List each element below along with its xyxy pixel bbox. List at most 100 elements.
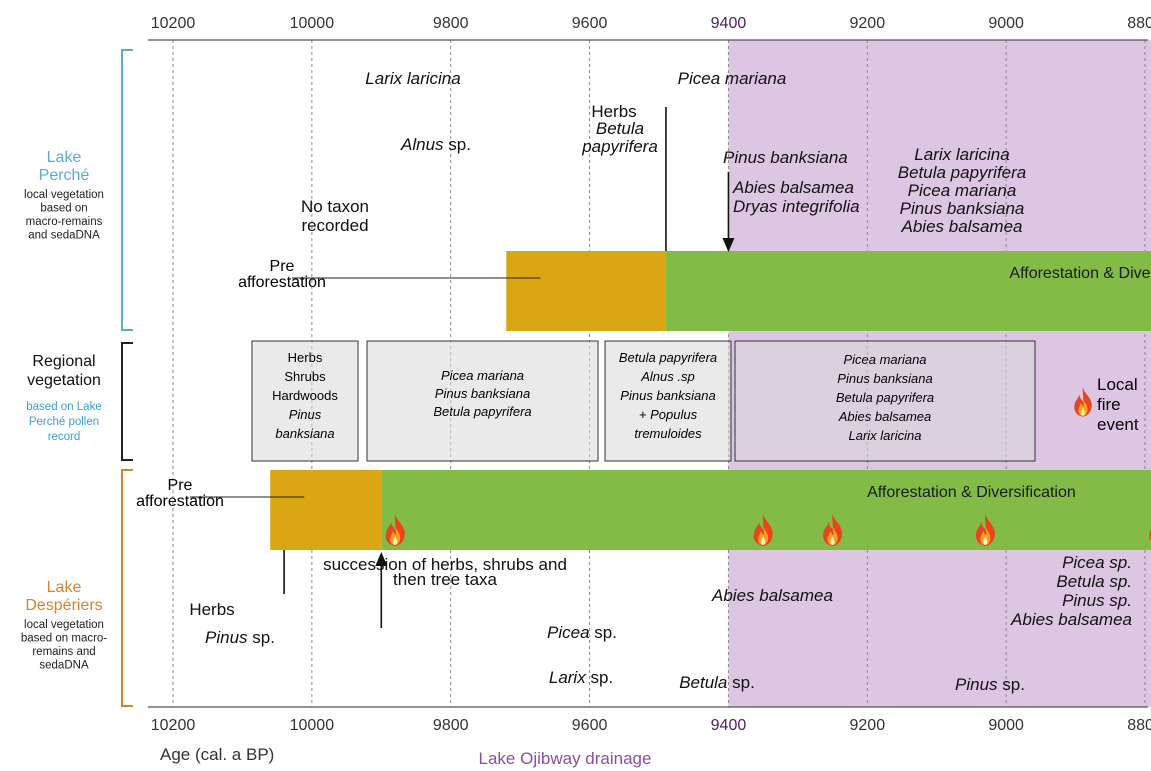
regional-box xyxy=(366,340,599,462)
perche-pre-afforestation-label: Pre xyxy=(270,258,295,275)
perche-annotation: Betula xyxy=(596,119,644,138)
perche-subtitle-line: macro-remains xyxy=(26,216,103,228)
desperiers-title-line: Despériers xyxy=(25,597,102,614)
regional-subtitle-line: record xyxy=(48,431,81,443)
age-axis-label: Age (cal. a BP) xyxy=(160,745,274,764)
perche-phase-pre xyxy=(506,251,666,331)
desperiers-subtitle-line: local vegetation xyxy=(24,619,104,631)
bottom-axis-ticks: 1020010000980096009400920090008800860084… xyxy=(151,717,1151,734)
regional-subtitle-line: Perché pollen xyxy=(29,416,99,428)
regional-box-text: Larix laricina xyxy=(849,428,922,443)
top-axis-ticks: 1020010000980096009400920090008800860084… xyxy=(151,15,1151,32)
regional-box-text: Betula papyrifera xyxy=(836,390,934,405)
perche-annotation: Herbs xyxy=(591,102,636,121)
perche-subtitle-line: based on xyxy=(40,203,87,215)
desperiers-subtitle-line: remains and xyxy=(32,646,95,658)
tick-label: 10200 xyxy=(151,717,196,734)
desperiers-phase-label: Afforestation & Diversification xyxy=(867,484,1076,501)
perche-annotation: Betula papyrifera xyxy=(898,163,1027,182)
regional-box xyxy=(734,340,1036,462)
regional-box-text: + Populus xyxy=(639,407,698,422)
regional-title-line: Regional xyxy=(32,353,95,370)
desperiers-annotation: Betula sp. xyxy=(679,673,755,692)
desperiers-subtitle-line: sedaDNA xyxy=(39,660,89,672)
regional-box-text: Abies balsamea xyxy=(838,409,932,424)
tick-label: 9000 xyxy=(988,15,1024,32)
tick-label: 9000 xyxy=(988,717,1024,734)
perche-annotation: Picea mariana xyxy=(908,181,1017,200)
desperiers-bracket xyxy=(121,469,133,707)
regional-box-text: Shrubs xyxy=(284,369,326,384)
desperiers-annotation: Betula sp. xyxy=(1056,572,1132,591)
perche-annotation: Pinus banksiana xyxy=(723,148,848,167)
tick-label: 10000 xyxy=(290,717,335,734)
drainage-label: Lake Ojibway drainage xyxy=(479,749,652,768)
desperiers-phase-pre xyxy=(270,470,382,550)
perche-annotation-markers xyxy=(665,107,735,252)
regional-box-text: Betula papyrifera xyxy=(619,350,717,365)
desperiers-annotation-markers xyxy=(283,550,388,628)
regional-box-text: Pinus banksiana xyxy=(837,371,932,386)
desperiers-title-line: Lake xyxy=(47,579,82,596)
perche-annotation: Dryas integrifolia xyxy=(733,197,860,216)
perche-annotation: Abies balsamea xyxy=(901,217,1023,236)
regional-box-text: Pinus banksiana xyxy=(620,388,715,403)
tick-label: 9600 xyxy=(572,717,608,734)
perche-subtitle-line: and sedaDNA xyxy=(28,230,100,242)
perche-annotation: recorded xyxy=(301,216,368,235)
perche-annotation: Larix laricina xyxy=(914,145,1009,164)
desperiers-annotation: Pinus sp. xyxy=(205,628,275,647)
perche-annotation: Larix laricina xyxy=(365,69,460,88)
regional-box-text: tremuloides xyxy=(634,426,702,441)
tick-label: 10000 xyxy=(290,15,335,32)
tick-label: 8800 xyxy=(1127,717,1151,734)
regional-box-text: Picea mariana xyxy=(441,368,524,383)
perche-title-line: Perché xyxy=(39,167,90,184)
tick-label: 9400 xyxy=(711,15,747,32)
regional-subtitle-line: based on Lake xyxy=(26,401,101,413)
desperiers-pre-afforestation-label: afforestation xyxy=(136,493,224,510)
legend-text: event xyxy=(1097,415,1139,434)
perche-phase-afforestation xyxy=(665,251,1151,331)
tick-label: 9800 xyxy=(433,717,469,734)
regional-vegetation-boxes: HerbsShrubsHardwoodsPinusbanksianaPicea … xyxy=(251,340,1036,462)
regional-box-text: banksiana xyxy=(275,426,334,441)
desperiers-subtitle: local vegetation based on macro-remains a… xyxy=(21,619,107,672)
tick-label: 10200 xyxy=(151,15,196,32)
perche-subtitle-line: local vegetation xyxy=(24,189,104,201)
tick-label: 9200 xyxy=(850,717,886,734)
perche-arrow-head xyxy=(722,238,735,252)
tick-label: 9800 xyxy=(433,15,469,32)
regional-box-text: Alnus .sp xyxy=(640,369,694,384)
desperiers-annotation: Pinus sp. xyxy=(955,675,1025,694)
regional-box-text: Pinus banksiana xyxy=(435,386,530,401)
desperiers-subtitle-line: based on macro- xyxy=(21,633,107,645)
desperiers-annotation: Larix sp. xyxy=(549,668,613,687)
perche-title-line: Lake xyxy=(47,149,82,166)
desperiers-annotation: Herbs xyxy=(189,600,234,619)
perche-annotation: Abies balsamea xyxy=(732,178,854,197)
desperiers-annotation: succession of herbs, shrubs and xyxy=(323,555,567,574)
perche-pre-afforestation-label: afforestation xyxy=(238,274,326,291)
legend-text: Local xyxy=(1097,375,1138,394)
desperiers-annotation: Abies balsamea xyxy=(711,586,833,605)
regional-box-text: Pinus xyxy=(289,407,322,422)
desperiers-pre-afforestation-label: Pre xyxy=(168,477,193,494)
legend-text: fire xyxy=(1097,395,1121,414)
perche-bracket xyxy=(121,49,133,331)
regional-box-text: Hardwoods xyxy=(272,388,338,403)
tick-label: 8800 xyxy=(1127,15,1151,32)
desperiers-annotation: Abies balsamea xyxy=(1010,610,1132,629)
tick-label: 9400 xyxy=(711,717,747,734)
desperiers-annotation: Picea sp. xyxy=(1062,553,1132,572)
regional-title-line: vegetation xyxy=(27,372,101,389)
